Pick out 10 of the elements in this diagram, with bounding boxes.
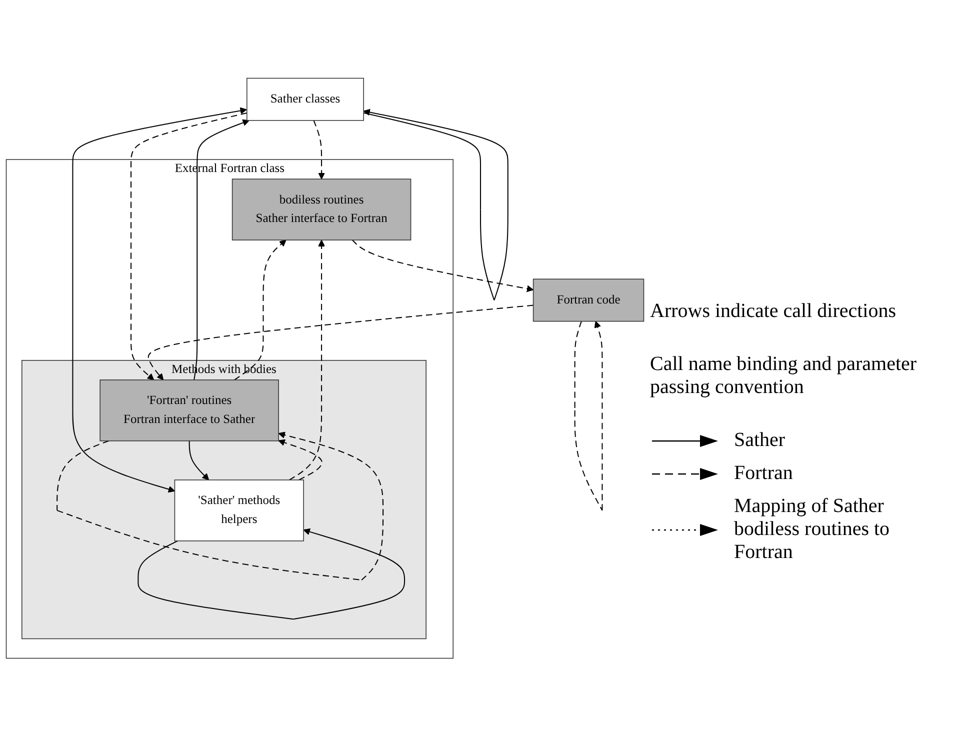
process-box: Fortran code bbox=[532, 278, 644, 322]
process-box: bodiless routines Sather interface to Fortran bbox=[232, 178, 412, 240]
process-box: 'Fortran' routines Fortran interface to Sather bbox=[100, 379, 279, 441]
legend-text: Fortran bbox=[734, 462, 794, 485]
process-box: Sather classes bbox=[246, 78, 364, 121]
process-box: 'Sather' methods helpers bbox=[174, 479, 304, 542]
note-text: Arrows indicate call directions bbox=[650, 300, 898, 323]
legend-text: Mapping of Sather bodiless routines to Fortran bbox=[734, 495, 891, 564]
note-text: Call name binding and parameter passing convention bbox=[650, 353, 918, 399]
legend-text: Sather bbox=[734, 429, 786, 452]
